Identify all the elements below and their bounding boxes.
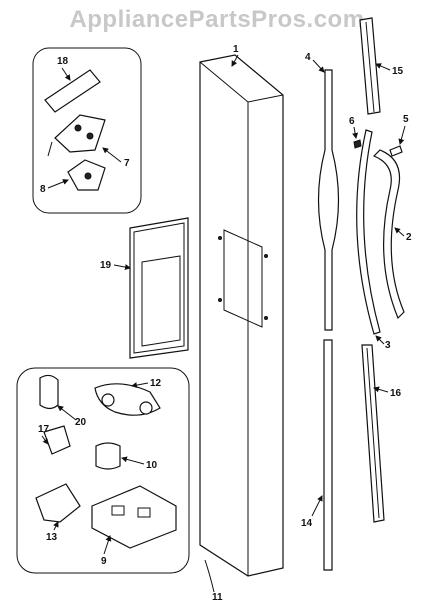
part-13-shim <box>35 483 81 523</box>
part-14-lower-trim <box>323 339 333 571</box>
callout-12: 12 <box>150 378 162 389</box>
callout-13: 13 <box>46 532 58 543</box>
part-2-handle <box>372 149 405 320</box>
part-20-hinge-pin <box>39 374 59 410</box>
callout-3: 3 <box>385 340 391 351</box>
part-18-hinge-cover <box>44 69 101 113</box>
callout-11: 11 <box>212 592 223 600</box>
part-19-dispenser-frame <box>129 217 189 359</box>
part-1-door-panel <box>199 54 284 577</box>
callout-9: 9 <box>101 556 107 567</box>
callout-20: 20 <box>75 417 87 428</box>
callout-8: 8 <box>40 184 46 195</box>
callout-7: 7 <box>124 158 130 169</box>
callout-15: 15 <box>392 66 404 77</box>
part-4-upper-trim <box>317 69 340 331</box>
callout-16: 16 <box>390 388 402 399</box>
part-9-hinge-bracket <box>91 485 177 549</box>
callout-10: 10 <box>146 460 158 471</box>
callout-17: 17 <box>38 424 50 435</box>
part-11-wire <box>204 559 215 593</box>
callout-6: 6 <box>349 116 355 127</box>
part-3-handle-bracket <box>356 129 381 335</box>
callout-18: 18 <box>57 56 69 67</box>
inset-bottom-hinge <box>16 367 190 574</box>
callout-1: 1 <box>233 44 239 55</box>
watermark: AppliancePartsPros.com <box>69 6 365 33</box>
inset-top-hinge <box>32 47 142 214</box>
dispenser-cutout <box>223 229 263 328</box>
part-17-spacer <box>43 425 71 455</box>
part-7-hinge-plate <box>54 114 106 153</box>
part-10-hinge-pin <box>95 442 121 470</box>
callout-14: 14 <box>301 518 313 529</box>
callout-19: 19 <box>100 260 112 271</box>
callout-4: 4 <box>305 52 311 63</box>
callout-2: 2 <box>406 232 412 243</box>
part-5-screw <box>389 145 403 157</box>
part-6-screw <box>353 139 362 149</box>
callout-5: 5 <box>403 114 409 125</box>
